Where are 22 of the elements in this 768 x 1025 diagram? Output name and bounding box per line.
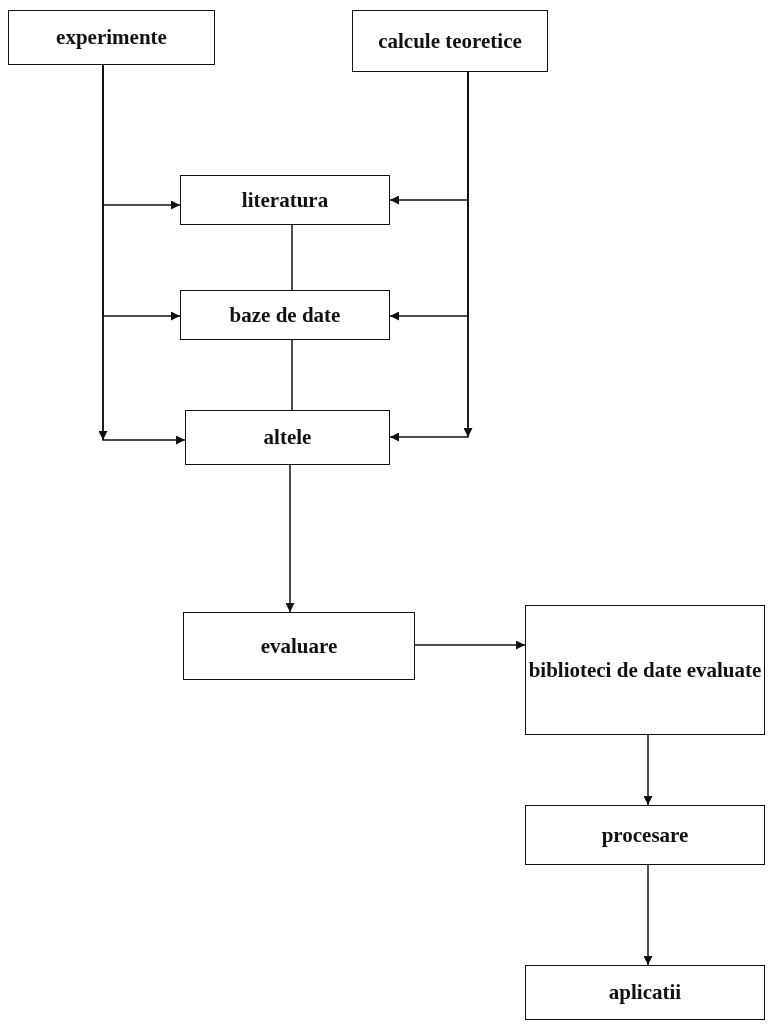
- arrow: [285, 464, 295, 613]
- process-box: [185, 410, 390, 465]
- process-box: [352, 10, 548, 72]
- process-box: [525, 605, 765, 735]
- box-label: biblioteci de date evaluate: [528, 656, 762, 684]
- box-label: baze de date: [229, 301, 341, 329]
- process-box: [183, 612, 415, 680]
- arrow: [643, 734, 653, 806]
- arrow: [414, 640, 526, 650]
- process-box: [180, 290, 390, 340]
- arrow: [643, 864, 653, 966]
- box-label: calcule teoretice: [378, 27, 522, 55]
- process-box: [525, 805, 765, 865]
- box-label: procesare: [601, 821, 689, 849]
- process-box: [180, 175, 390, 225]
- box-label: literatura: [241, 186, 329, 214]
- box-label: altele: [263, 424, 312, 452]
- box-label: aplicatii: [608, 979, 682, 1007]
- box-label: evaluare: [260, 632, 338, 660]
- box-label: experimente: [56, 24, 167, 52]
- process-box: [525, 965, 765, 1020]
- process-box: [8, 10, 215, 65]
